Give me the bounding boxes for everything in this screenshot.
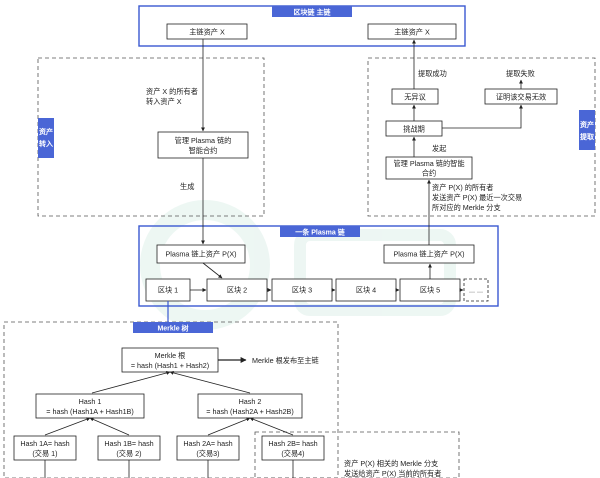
deposit-generate: 生成	[180, 182, 194, 191]
deposit-note-1: 资产 X 的所有者	[146, 87, 198, 96]
withdraw-contract-box	[385, 156, 473, 180]
deposit-contract-box	[157, 131, 249, 159]
hash2-2: = hash (Hash2A + Hash2B)	[206, 407, 294, 416]
main-chain-header	[272, 6, 352, 17]
deposit-contract-1: 管理 Plasma 链的	[175, 136, 232, 145]
withdraw-fail: 提取失败	[506, 69, 535, 78]
deposit-side-label-2: 转入	[39, 139, 53, 148]
leaf-3-line1: Hash 2A= hash	[183, 439, 232, 448]
leaf-4-line1: Hash 2B= hash	[268, 439, 317, 448]
leaf-3-line2: (交易3)	[196, 449, 219, 458]
plasma-asset-left: Plasma 链上资产 P(X)	[165, 250, 236, 259]
plasma-chain-header	[280, 226, 360, 237]
leaf-2-box	[97, 435, 161, 461]
main-chain-title: 区块链 主链	[294, 8, 331, 17]
withdraw-note-1: 资产 P(X) 的所有者	[432, 183, 494, 192]
withdraw-contract-1: 管理 Plasma 链的智能	[393, 159, 464, 168]
main-asset-left: 主链资产 X	[189, 28, 225, 37]
withdraw-side-label-1: 资产	[580, 120, 594, 129]
leaf-2-line2: (交易 2)	[116, 449, 141, 458]
block-more-box	[463, 278, 489, 302]
plasma-asset-left-box	[156, 244, 246, 264]
hash2-1: Hash 2	[239, 397, 262, 406]
leaf-1-box	[13, 435, 77, 461]
merkle-root-2: = hash (Hash1 + Hash2)	[131, 361, 209, 370]
withdraw-note-2: 发送资产 P(X) 最近一次交易	[432, 193, 522, 202]
leaf-4-box	[261, 435, 325, 461]
deposit-note-2: 转入资产 X	[146, 97, 182, 106]
no-dispute-box	[391, 88, 439, 105]
main-asset-left-box	[166, 23, 248, 40]
branch-note-2: 发送给资产 P(X) 当前的所有者	[344, 469, 441, 478]
block-2-label: 区块 2	[227, 286, 247, 295]
merkle-title: Merkle 树	[157, 324, 188, 333]
prove-invalid: 证明该交易无效	[496, 93, 546, 102]
block-3-label: 区块 3	[292, 286, 312, 295]
block-5-label: 区块 5	[420, 286, 440, 295]
branch-note-1: 资产 P(X) 相关的 Merkle 分支	[344, 459, 438, 468]
leaf-1-line2: (交易 1)	[32, 449, 57, 458]
watermark-logo	[140, 200, 456, 330]
leaf-4-line2: (交易4)	[281, 449, 304, 458]
withdraw-side-tab	[579, 110, 595, 150]
main-asset-right-box	[367, 23, 457, 40]
merkle-root-1: Merkle 根	[155, 351, 186, 360]
challenge: 挑战期	[403, 125, 425, 134]
plasma-chain-title: 一条 Plasma 链	[295, 228, 344, 237]
deposit-contract-2: 智能合约	[189, 146, 218, 155]
deposit-side-tab	[38, 118, 54, 158]
withdraw-contract-2: 合约	[422, 169, 436, 178]
hash1-1: Hash 1	[79, 397, 102, 406]
withdraw-region	[367, 57, 596, 217]
withdraw-side-label-2: 提取	[579, 132, 595, 141]
merkle-header	[133, 322, 213, 333]
branch-highlight	[254, 431, 460, 478]
leaf-1-line1: Hash 1A= hash	[20, 439, 69, 448]
withdraw-success: 提取成功	[418, 69, 447, 78]
leaf-2-line1: Hash 1B= hash	[104, 439, 153, 448]
plasma-asset-right: Plasma 链上资产 P(X)	[393, 250, 464, 259]
deposit-side-label-1: 资产	[39, 127, 53, 136]
block-more-label: ... ...	[469, 286, 483, 295]
hash1-2: = hash (Hash1A + Hash1B)	[46, 407, 134, 416]
merkle-publish: Merkle 根发布至主链	[252, 356, 319, 365]
main-asset-right: 主链资产 X	[394, 28, 430, 37]
block-1-label: 区块 1	[158, 286, 178, 295]
withdraw-note-3: 所对应的 Merkle 分支	[432, 203, 501, 212]
withdraw-initiate: 发起	[432, 144, 446, 153]
block-4-label: 区块 4	[356, 286, 376, 295]
no-dispute: 无异议	[404, 93, 426, 102]
